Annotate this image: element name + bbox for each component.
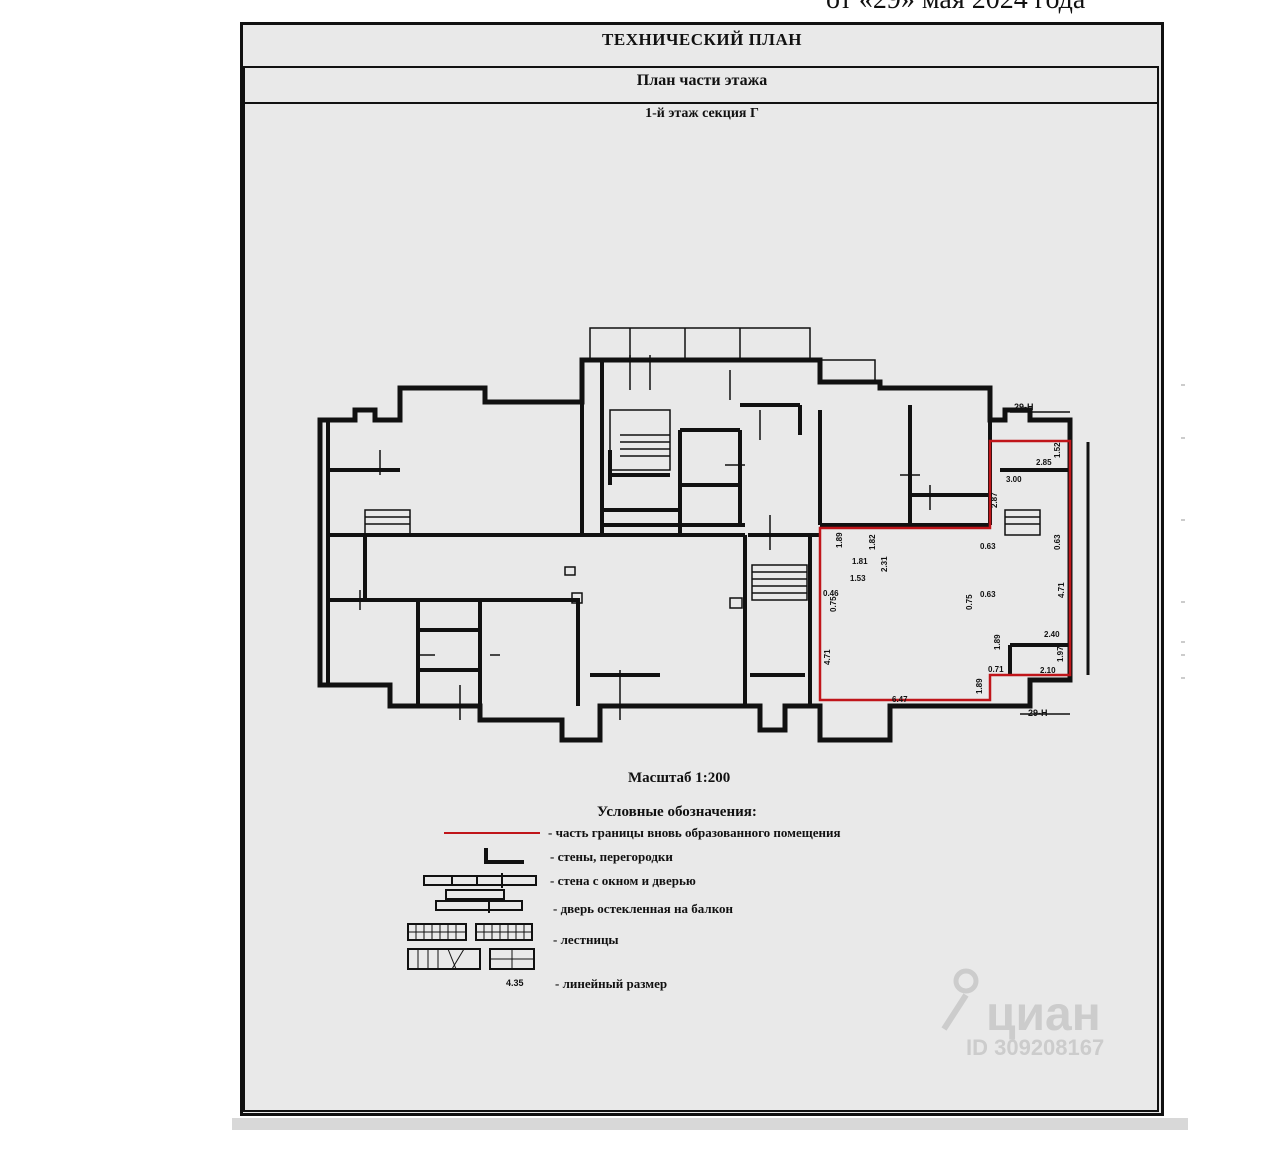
- plan-subtitle: План части этажа: [636, 72, 768, 89]
- dimension-label: 1.97: [1056, 646, 1065, 662]
- dimension-label: 2.31: [880, 556, 889, 572]
- page-shadow: [232, 1118, 1188, 1130]
- legend-item: - часть границы вновь образованного поме…: [548, 825, 841, 840]
- dimension-label: 1.89: [835, 532, 844, 548]
- dimension-label: 1.89: [993, 634, 1002, 650]
- boundary-symbol: [444, 832, 540, 834]
- location-pin-icon: [941, 968, 979, 1031]
- legend-item: - лестницы: [553, 932, 619, 947]
- scale-label: Масштаб 1:200: [628, 770, 731, 786]
- dimension-label: 6.47: [892, 695, 908, 704]
- document-frame: [240, 22, 1164, 1116]
- legend-item: - стена с окном и дверью: [550, 873, 696, 888]
- dimension-label: 1.52: [1053, 442, 1062, 458]
- edge-marks: [1181, 384, 1185, 679]
- plan-frame: [243, 66, 1159, 1112]
- legend-title: Условные обозначения:: [597, 804, 757, 820]
- floor-plan: 2.85 3.00 1.52 2.87 0.63 0.63 4.71 1.89 …: [317, 327, 1090, 743]
- dimension-label: 2.87: [990, 492, 999, 508]
- divider: [245, 102, 1159, 104]
- dimension-label: 0.75: [829, 596, 838, 612]
- window-wall-symbol: [423, 873, 537, 888]
- legend-item: - дверь остекленная на балкон: [553, 901, 734, 916]
- dimension-label: 3.00: [1006, 475, 1022, 484]
- dimension-label: 1.82: [868, 534, 877, 550]
- floor-label: 1-й этаж секция Г: [645, 106, 759, 121]
- dimension-label: 0.71: [988, 665, 1004, 674]
- dimension-label: 2.85: [1036, 458, 1052, 467]
- dimension-label: 2.10: [1040, 666, 1056, 675]
- wall-symbol: [484, 848, 524, 864]
- legend-item: - линейный размер: [555, 976, 668, 991]
- dimension-label: 2.40: [1044, 630, 1060, 639]
- balcony-door-symbol: [435, 889, 523, 913]
- axis-label: 29-Н: [1028, 708, 1048, 718]
- dimension-label: 1.53: [850, 574, 866, 583]
- dimension-label: 1.89: [975, 678, 984, 694]
- dimension-label: 0.75: [965, 594, 974, 610]
- dimension-label: 4.71: [823, 649, 832, 665]
- dimension-label: 0.63: [1053, 534, 1062, 550]
- watermark-brand: циан: [986, 988, 1101, 1041]
- legend-item: - стены, перегородки: [550, 849, 673, 864]
- dimension-sample: 4.35: [506, 978, 524, 988]
- watermark-id: ID 309208167: [966, 1035, 1105, 1060]
- dimension-label: 0.46: [823, 589, 839, 598]
- dimension-label: 4.71: [1057, 582, 1066, 598]
- document-title: ТЕХНИЧЕСКИЙ ПЛАН: [602, 30, 802, 49]
- document-date: от «29» мая 2024 года: [826, 0, 1085, 16]
- dimension-label: 1.81: [852, 557, 868, 566]
- axis-label: 29-Н: [1014, 402, 1034, 412]
- dimension-label: 0.63: [980, 590, 996, 599]
- dimension-label: 0.63: [980, 542, 996, 551]
- stairs-symbol: [407, 923, 535, 970]
